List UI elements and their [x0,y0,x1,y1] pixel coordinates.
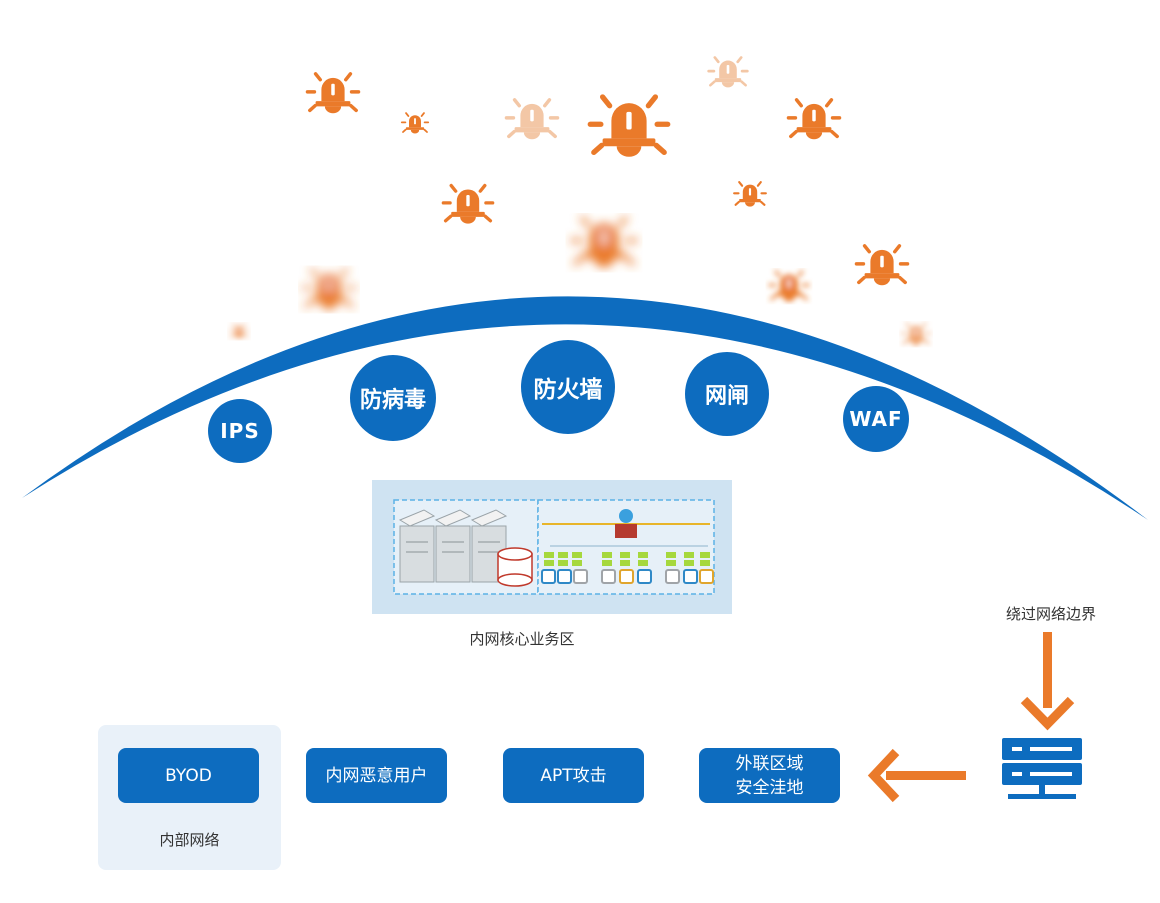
router-icon [619,509,633,523]
threat-byod: BYOD [118,748,259,803]
alarm-bell-icon [441,183,495,226]
defense-ips: IPS [208,399,272,463]
endpoint-boxes [541,569,714,584]
server-rack-icon [434,509,472,583]
defense-firewall: 防火墙 [521,340,615,434]
alarm-bell-icon [707,56,749,89]
arrow-left-icon [867,748,966,803]
server-rack-icon [398,509,436,583]
defense-antivirus: 防病毒 [350,355,436,441]
bypass-label: 绕过网络边界 [1005,605,1096,623]
alarm-bell-icon [854,244,910,288]
threat-external-zone: 外联区域 安全洼地 [699,748,840,803]
alarm-bell-icon [305,72,361,116]
alarm-bell-icon [572,218,635,267]
alarm-bell-icon [786,98,842,142]
threat-external-line2: 安全洼地 [735,777,804,798]
alarm-bell-icon [400,112,430,135]
threat-apt: APT攻击 [503,748,644,803]
alarm-bell-icon [504,98,560,142]
defense-gatekeeper: 网闸 [685,352,769,436]
alarm-bell-icon [228,323,250,340]
threat-external-line1: 外联区域 [735,753,804,774]
alarm-bell-icon [301,268,357,312]
alarm-bell-icon [590,97,667,157]
alarm-bell-icon [768,270,810,303]
firewall-icon [615,524,637,538]
protection-dome [22,296,1148,520]
network-topology [393,499,715,595]
database-icon [497,547,533,587]
core-zone-panel [372,480,732,614]
endpoint-grid [544,552,710,566]
alarm-bell-icon [900,322,932,347]
server-icon [1002,738,1082,799]
alarm-bell-icon [733,181,767,208]
core-zone-caption: 内网核心业务区 [469,630,575,648]
internal-network-caption: 内部网络 [159,831,220,849]
threat-malicious-user: 内网恶意用户 [306,748,447,803]
arrow-down-icon [1020,632,1075,731]
defense-waf: WAF [843,386,909,452]
